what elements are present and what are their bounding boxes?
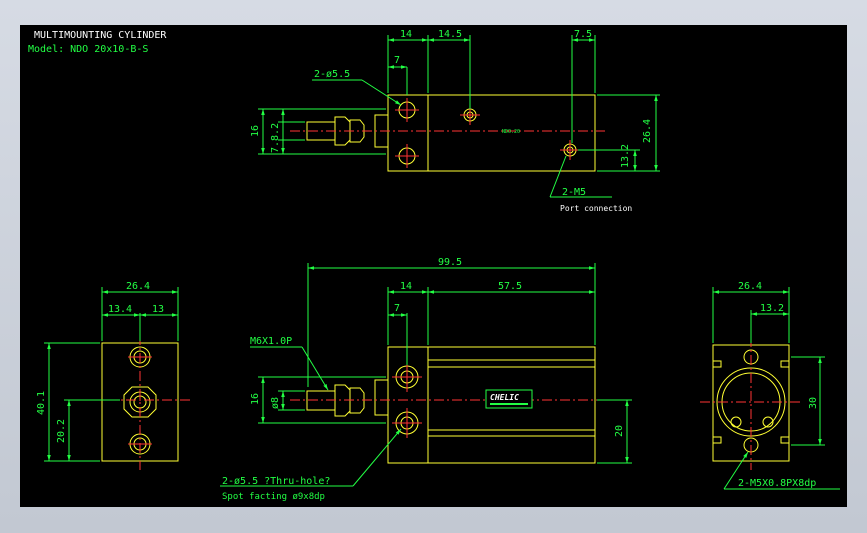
top-port-caption: Port connection [560,204,632,213]
right-view: 26.4 13.2 30 2-M5X0.8PX8dp [700,281,840,490]
top-dim-13-2: 13.2 [620,144,631,168]
top-body-label: NDO.20 [502,129,520,135]
front-view: CHELIC 99.5 14 57.5 7 M6X1.0P 16 ø8 20 [220,257,632,502]
top-dim-7-5: 7.5 [574,29,592,40]
right-dim-26-4: 26.4 [738,281,762,292]
left-dim-13-4: 13.4 [108,304,132,315]
top-dim-7: 7 [394,55,400,66]
left-dim-40-1: 40.1 [36,391,47,415]
left-rod-nut [123,386,157,418]
front-dim-14: 14 [400,281,412,292]
top-port-note: 2-M5 [562,187,586,198]
front-dim-16: 16 [250,393,261,405]
left-dim-20-2: 20.2 [56,419,67,443]
left-dim-13: 13 [152,304,164,315]
top-view: NDO.20 14 14.5 7.5 7 2-ø5.5 16 7.8.2 [250,29,660,213]
drawing-title: MULTIMOUNTING CYLINDER [34,30,167,41]
drawing-canvas: MULTIMOUNTING CYLINDER Model: NDO 20x10-… [28,29,840,502]
left-dim-26-4: 26.4 [126,281,150,292]
brand-label: CHELIC [490,393,519,402]
right-dim-30: 30 [808,397,819,409]
top-dim-7-8-2: 7.8.2 [270,123,281,153]
right-thread-note: 2-M5X0.8PX8dp [738,478,816,489]
top-body-outline [387,94,596,172]
cad-viewport[interactable]: MULTIMOUNTING CYLINDER Model: NDO 20x10-… [20,25,847,507]
left-view: 26.4 13.4 13 40.1 20.2 [36,281,190,470]
front-dim-7: 7 [394,303,400,314]
front-spot-note: Spot facting ø9x8dp [222,492,325,502]
top-dim-16: 16 [250,125,261,137]
top-dim-14-5: 14.5 [438,29,462,40]
model-label: Model: NDO 20x10-B-S [28,44,148,55]
front-hole-note: 2-ø5.5 ?Thru-hole? [222,476,330,487]
top-dim-26-4: 26.4 [642,119,653,143]
front-dim-57-5: 57.5 [498,281,522,292]
front-dim-20: 20 [614,425,625,437]
front-thread-note: M6X1.0P [250,336,292,347]
front-dim-99-5: 99.5 [438,257,462,268]
top-hole-note: 2-ø5.5 [314,69,350,80]
right-dim-13-2: 13.2 [760,303,784,314]
top-dim-14: 14 [400,29,412,40]
front-dim-phi8: ø8 [270,397,281,409]
